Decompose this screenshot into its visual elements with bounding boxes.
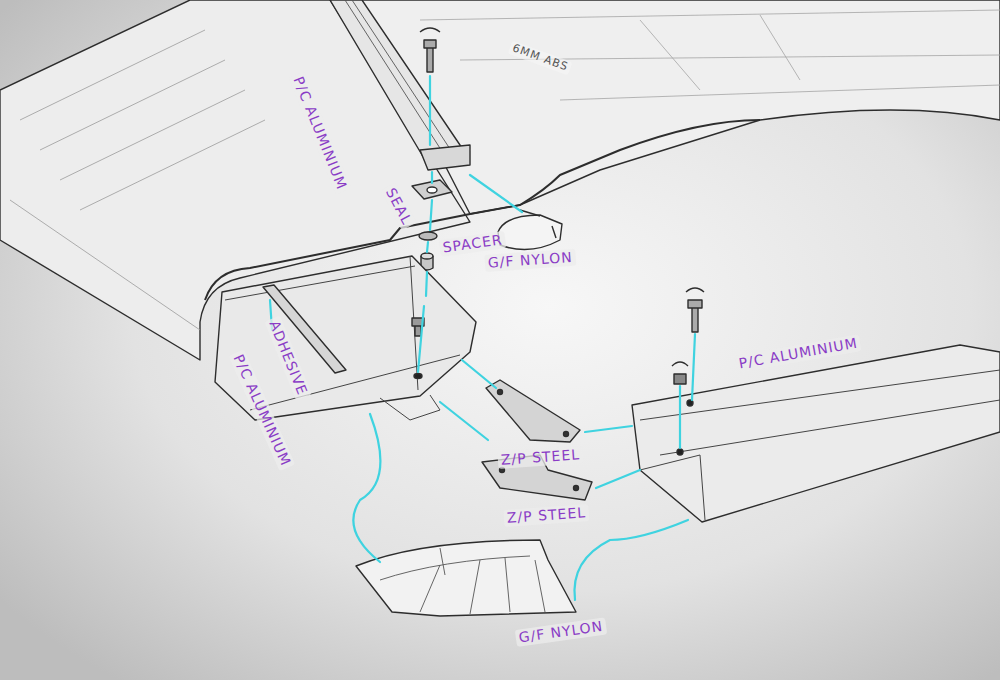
bracket-hole (498, 390, 503, 395)
sketch-lines (0, 0, 1000, 616)
rail-end (420, 145, 470, 170)
board-hatching (420, 10, 1000, 100)
board-edge (470, 120, 760, 214)
part-label: G/F NYLON (484, 249, 576, 273)
part-label: Z/P STEEL (497, 446, 583, 469)
assembly-leader (353, 414, 380, 562)
part-label: G/F NYLON (515, 617, 607, 647)
seal-hole (427, 187, 437, 193)
spacer-top (421, 253, 433, 259)
bracket-hole (574, 486, 579, 491)
assembly-leader (585, 426, 640, 488)
bracket-hole (564, 432, 569, 437)
part-label: 6MM ABS (508, 40, 573, 75)
bracket (486, 380, 580, 442)
assembly-leader (680, 334, 695, 448)
part-label: P/C ALUMINIUM (288, 71, 351, 195)
right-extrusion (632, 345, 1000, 522)
screw (688, 300, 702, 332)
assembly-axis (418, 76, 432, 372)
rotation-arrow (420, 28, 440, 32)
part-label: ADHESIVE (264, 315, 312, 400)
washer (419, 232, 437, 240)
top-rail (330, 0, 462, 165)
cap-detail (520, 210, 556, 238)
assembly-leader (574, 520, 688, 600)
cap-ribs (380, 548, 545, 614)
assembly-leader (470, 175, 522, 212)
screw (424, 40, 436, 72)
rotation-arrow (686, 288, 704, 292)
screw-hole (414, 374, 422, 379)
part-label: SEAL (380, 183, 417, 231)
rail-detail (345, 0, 452, 156)
screw-hole (677, 449, 683, 455)
end-cap (498, 215, 562, 249)
screw (674, 374, 686, 384)
corner-cap (356, 540, 576, 616)
top-board (360, 0, 1000, 214)
extrusion-detail (640, 370, 1000, 520)
assembly-leader (440, 360, 496, 440)
rotation-arrow (672, 362, 688, 366)
part-label: P/C ALUMINIUM (734, 334, 862, 373)
board-hatching (10, 30, 265, 330)
part-label: Z/P STEEL (503, 504, 589, 527)
